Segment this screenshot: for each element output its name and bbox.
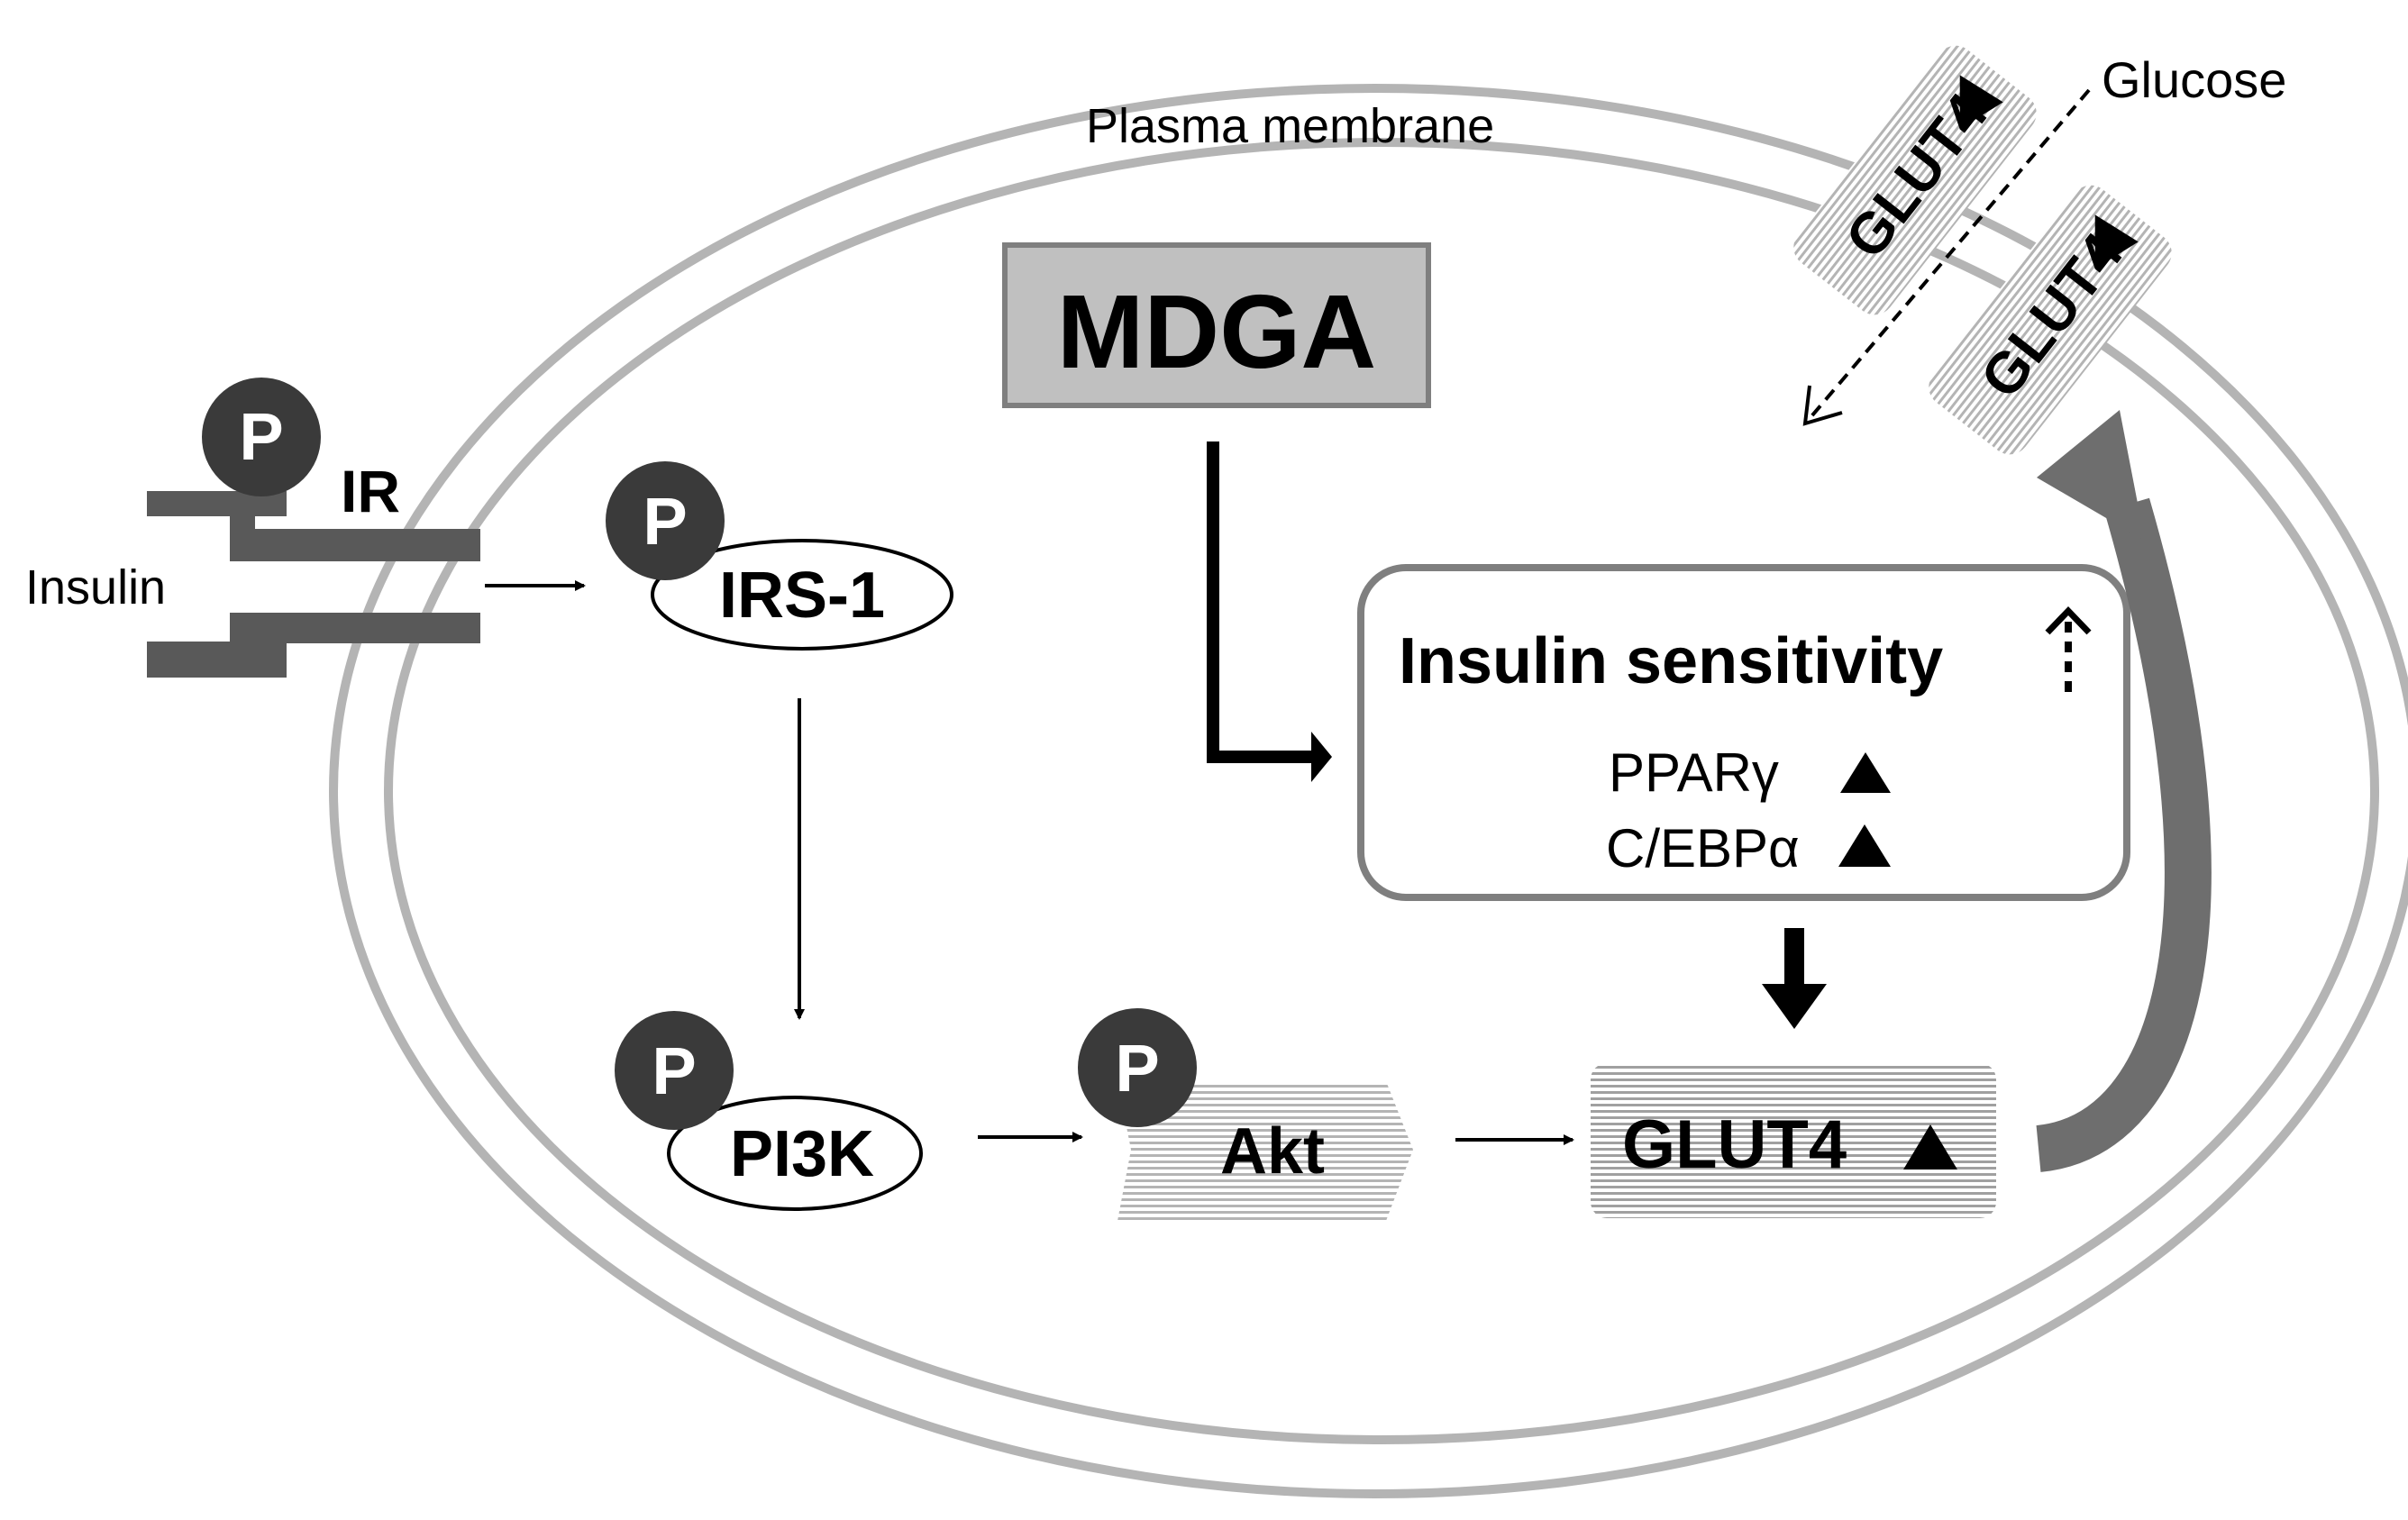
- glut4-main-label: GLUT4: [1622, 1106, 1847, 1183]
- arrow-mdga-to-sensitivity: [1207, 441, 1311, 763]
- arrow-mdga-head: [1311, 732, 1332, 782]
- ppar-up-icon: [1840, 752, 1891, 793]
- svg-text:P: P: [239, 399, 283, 474]
- irs1-phospho: P: [606, 461, 725, 580]
- ir-label: IR: [341, 458, 400, 524]
- membrane-outer: [329, 84, 2408, 1498]
- irs1-label: IRS-1: [719, 560, 885, 632]
- arrow-sensitivity-to-glut4: [1762, 928, 1827, 1029]
- sensitivity-box: [1357, 564, 2130, 901]
- insulin-label: Insulin: [25, 560, 166, 614]
- insulin-receptor: [147, 491, 480, 678]
- glucose-arrow-head: [1802, 385, 1843, 426]
- mdga-label: MDGA: [1057, 273, 1376, 390]
- glucose-dashed-arrow: [1805, 88, 2091, 423]
- akt-label: Akt: [1220, 1115, 1325, 1188]
- glut4-main-up-icon: [1903, 1124, 1957, 1170]
- svg-text:P: P: [643, 484, 687, 559]
- svg-text:P: P: [1115, 1031, 1159, 1106]
- translocation-arrow: [2035, 410, 2212, 1172]
- irs1-node: [651, 539, 953, 651]
- cebp-up-icon: [1838, 824, 1891, 867]
- sensitivity-title: Insulin sensitivity: [1399, 625, 1943, 697]
- dotted-up-icon: [2045, 605, 2092, 694]
- membrane-label: Plasma membrane: [1086, 99, 1494, 153]
- cebp-label: C/EBPα: [1606, 818, 1800, 878]
- pi3k-label: PI3K: [730, 1118, 874, 1190]
- svg-text:P: P: [652, 1033, 696, 1108]
- akt-phospho: P: [1078, 1008, 1197, 1127]
- akt-node: [1117, 1081, 1413, 1221]
- pi3k-phospho: P: [615, 1011, 734, 1130]
- receptor-phospho: P: [202, 378, 321, 496]
- membrane-inner: [384, 138, 2379, 1444]
- pi3k-node: [667, 1096, 923, 1211]
- glucose-label: Glucose: [2102, 51, 2286, 108]
- glut4-main-node: [1591, 1063, 1996, 1218]
- mdga-box: [1002, 242, 1431, 408]
- glut4-transporter-top: GLUT4: [1793, 45, 2037, 315]
- ppar-label: PPARγ: [1609, 742, 1779, 803]
